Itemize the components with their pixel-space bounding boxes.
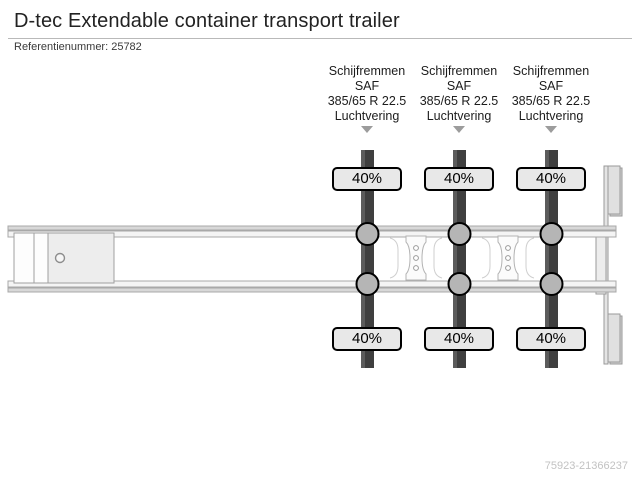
axle-2-brand: SAF bbox=[446, 79, 472, 93]
rear-end-assembly bbox=[595, 165, 623, 365]
page-title: D-tec Extendable container transport tra… bbox=[14, 10, 400, 32]
rail-shoulders bbox=[389, 237, 535, 279]
tyre-wear-badge-bottom-2: 40% bbox=[424, 327, 494, 351]
axle-assembly-3 bbox=[539, 150, 564, 368]
chassis-cutout-1 bbox=[405, 235, 427, 281]
wheel-icon bbox=[539, 272, 564, 296]
axle-2-suspension: Luchtvering bbox=[426, 109, 492, 123]
watermark: 75923-21366237 bbox=[544, 460, 628, 472]
axle-1-tyre-size: 385/65 R 22.5 bbox=[327, 94, 407, 108]
trailer-diagram bbox=[0, 150, 640, 380]
wheel-icon bbox=[355, 222, 380, 246]
axle-3-suspension: Luchtvering bbox=[518, 109, 584, 123]
axle-1-brand: SAF bbox=[354, 79, 380, 93]
tyre-wear-badge-top-2: 40% bbox=[424, 167, 494, 191]
reference-number: Referentienummer: 25782 bbox=[14, 41, 142, 53]
wheel-icon bbox=[447, 272, 472, 296]
axle-3-brand: SAF bbox=[538, 79, 564, 93]
chassis-cutout-2 bbox=[497, 235, 519, 281]
chassis-rails bbox=[7, 225, 617, 293]
triangle-down-icon bbox=[361, 126, 373, 133]
axle-spec-2: Schijfremmen SAF 385/65 R 22.5 Luchtveri… bbox=[412, 64, 506, 133]
title-divider bbox=[8, 38, 632, 39]
axle-spec-3: Schijfremmen SAF 385/65 R 22.5 Luchtveri… bbox=[504, 64, 598, 133]
axle-1-suspension: Luchtvering bbox=[334, 109, 400, 123]
axle-1-brake-type: Schijfremmen bbox=[328, 64, 406, 78]
triangle-down-icon bbox=[545, 126, 557, 133]
axle-3-brake-type: Schijfremmen bbox=[512, 64, 590, 78]
kingpin-icon bbox=[54, 252, 66, 264]
tyre-wear-badge-bottom-3: 40% bbox=[516, 327, 586, 351]
axle-3-tyre-size: 385/65 R 22.5 bbox=[511, 94, 591, 108]
tyre-wear-badge-top-1: 40% bbox=[332, 167, 402, 191]
kingpin-assembly bbox=[13, 232, 115, 284]
wheel-icon bbox=[539, 222, 564, 246]
axle-2-tyre-size: 385/65 R 22.5 bbox=[419, 94, 499, 108]
axle-assembly-1 bbox=[355, 150, 380, 368]
axle-assembly-2 bbox=[447, 150, 472, 368]
axle-spec-1: Schijfremmen SAF 385/65 R 22.5 Luchtveri… bbox=[320, 64, 414, 133]
tyre-wear-badge-bottom-1: 40% bbox=[332, 327, 402, 351]
triangle-down-icon bbox=[453, 126, 465, 133]
wheel-icon bbox=[355, 272, 380, 296]
axle-2-brake-type: Schijfremmen bbox=[420, 64, 498, 78]
wheel-icon bbox=[447, 222, 472, 246]
tyre-wear-badge-top-3: 40% bbox=[516, 167, 586, 191]
